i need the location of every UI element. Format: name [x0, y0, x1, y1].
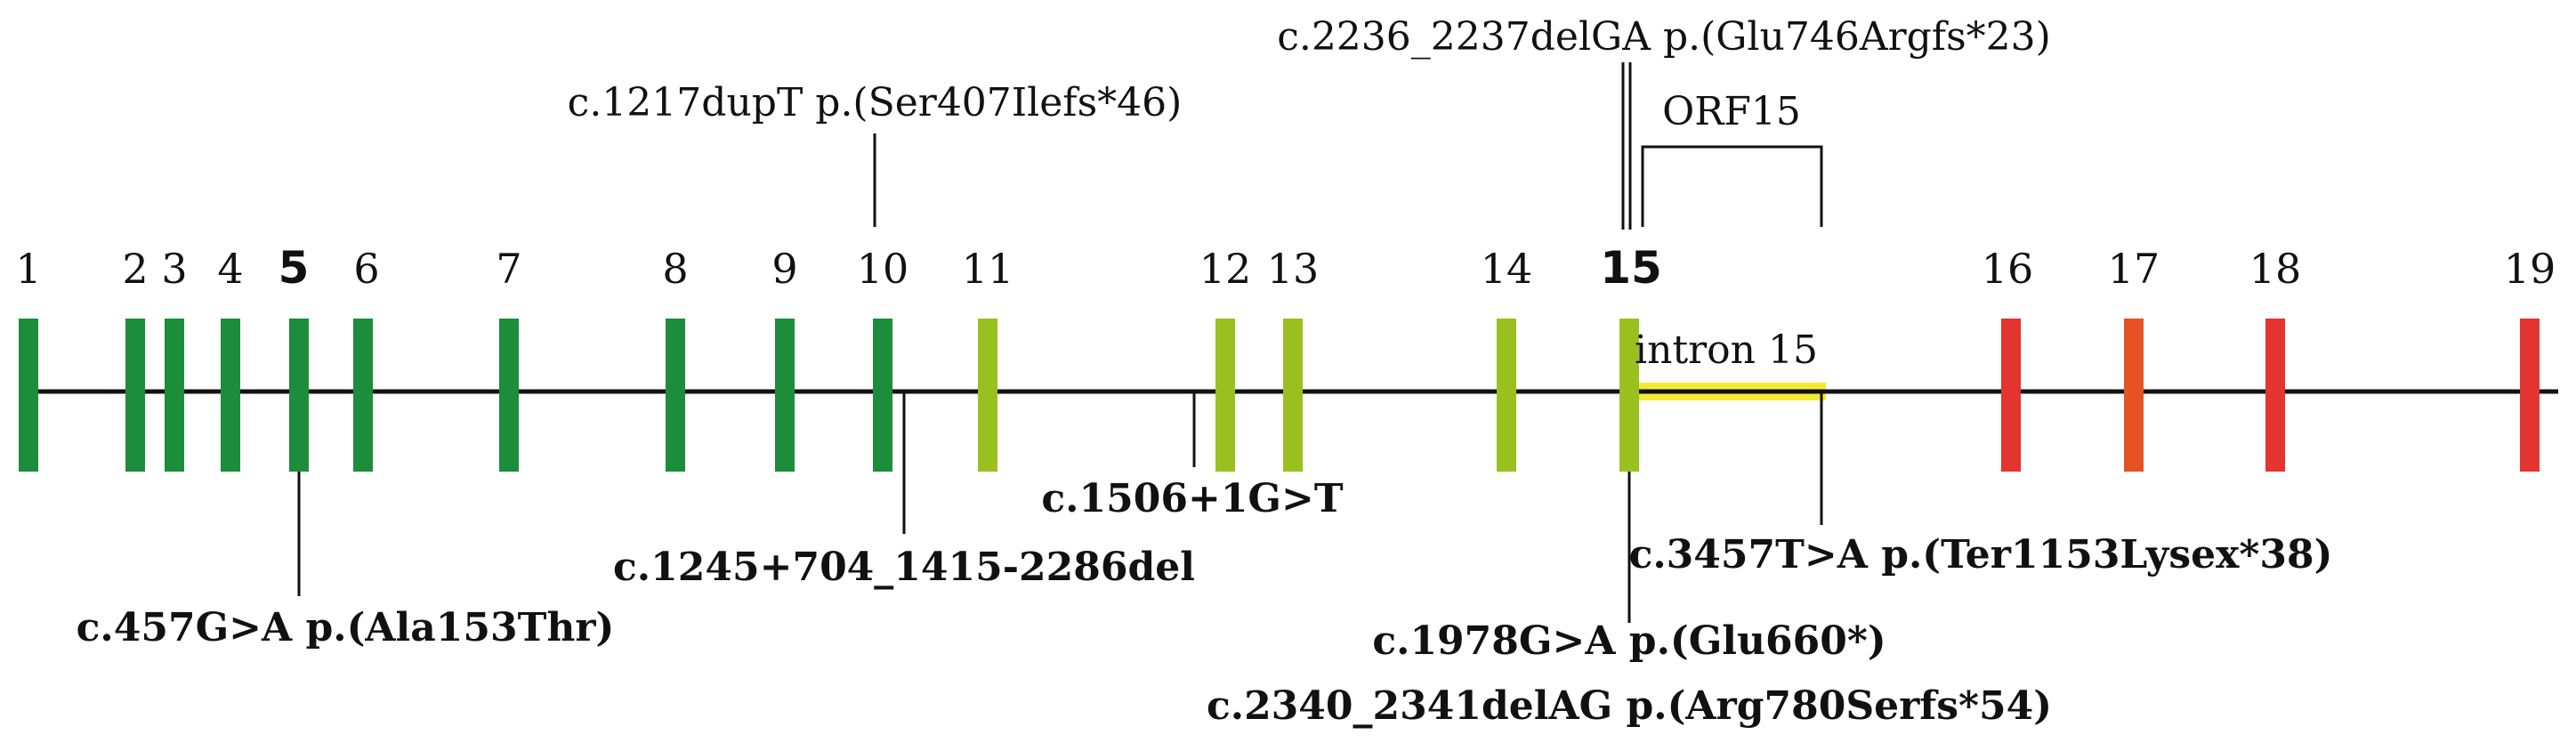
variant-c1978GA: c.1978G>A p.(Glu660*) [1372, 618, 1886, 664]
variant-c1217dupT: c.1217dupT p.(Ser407Ilefs*46) [568, 80, 1183, 125]
orf15-label: ORF15 [1662, 89, 1801, 134]
exon-16-block [2001, 319, 2021, 472]
exon-19-number: 19 [2504, 245, 2556, 293]
exon-14-block [1497, 319, 1516, 472]
exon-13-block [1283, 319, 1303, 472]
exon-9-number: 9 [771, 245, 797, 293]
variant-c2236-2237delGA: c.2236_2237delGA p.(Glu746Argfs*23) [1277, 14, 2051, 60]
exon-6-block [353, 319, 373, 472]
orf15-bracket [1641, 145, 1823, 227]
exon-11-number: 11 [962, 245, 1014, 293]
exon-18-block [2265, 319, 2285, 472]
exon-4-number: 4 [217, 245, 243, 293]
exon-8-number: 8 [662, 245, 688, 293]
exon-2-number: 2 [122, 245, 148, 293]
exon-7-block [499, 319, 519, 472]
exon-4-block [221, 319, 240, 472]
variant-c1506-splice: c.1506+1G>T [1041, 476, 1343, 521]
exon-6-number: 6 [353, 245, 379, 293]
exon-18-number: 18 [2249, 245, 2302, 293]
exon-2-block [125, 319, 145, 472]
exon-16-number: 16 [1982, 245, 2034, 293]
exon-17-number: 17 [2108, 245, 2160, 293]
exon-15-block [1619, 319, 1639, 472]
exon-14-number: 14 [1481, 245, 1533, 293]
exon-3-number: 3 [161, 245, 187, 293]
variant-c3457TA: c.3457T>A p.(Ter1153Lysex*38) [1629, 532, 2333, 577]
exon-5-block [289, 319, 309, 472]
exon-5-number: 5 [279, 242, 310, 294]
exon-10-number: 10 [857, 245, 909, 293]
exon-7-number: 7 [496, 245, 521, 293]
variant-c1245-del: c.1245+704_1415-2286del [613, 545, 1195, 590]
intron-15-label: intron 15 [1635, 327, 1818, 373]
exon-3-block [165, 319, 184, 472]
exon-12-number: 12 [1199, 245, 1252, 293]
variant-c2340-2341delAG: c.2340_2341delAG p.(Arg780Serfs*54) [1207, 683, 2052, 729]
exon-12-block [1215, 319, 1235, 472]
exon-9-block [775, 319, 795, 472]
exon-8-block [666, 319, 685, 472]
variant-c457GA: c.457G>A p.(Ala153Thr) [77, 605, 615, 650]
exon-19-block [2520, 319, 2540, 472]
exon-17-block [2124, 319, 2144, 472]
exon-15-number: 15 [1600, 242, 1662, 294]
exon-1-block [19, 319, 38, 472]
exon-11-block [978, 319, 997, 472]
exon-13-number: 13 [1267, 245, 1320, 293]
exon-1-number: 1 [15, 245, 41, 293]
exon-10-block [873, 319, 892, 472]
